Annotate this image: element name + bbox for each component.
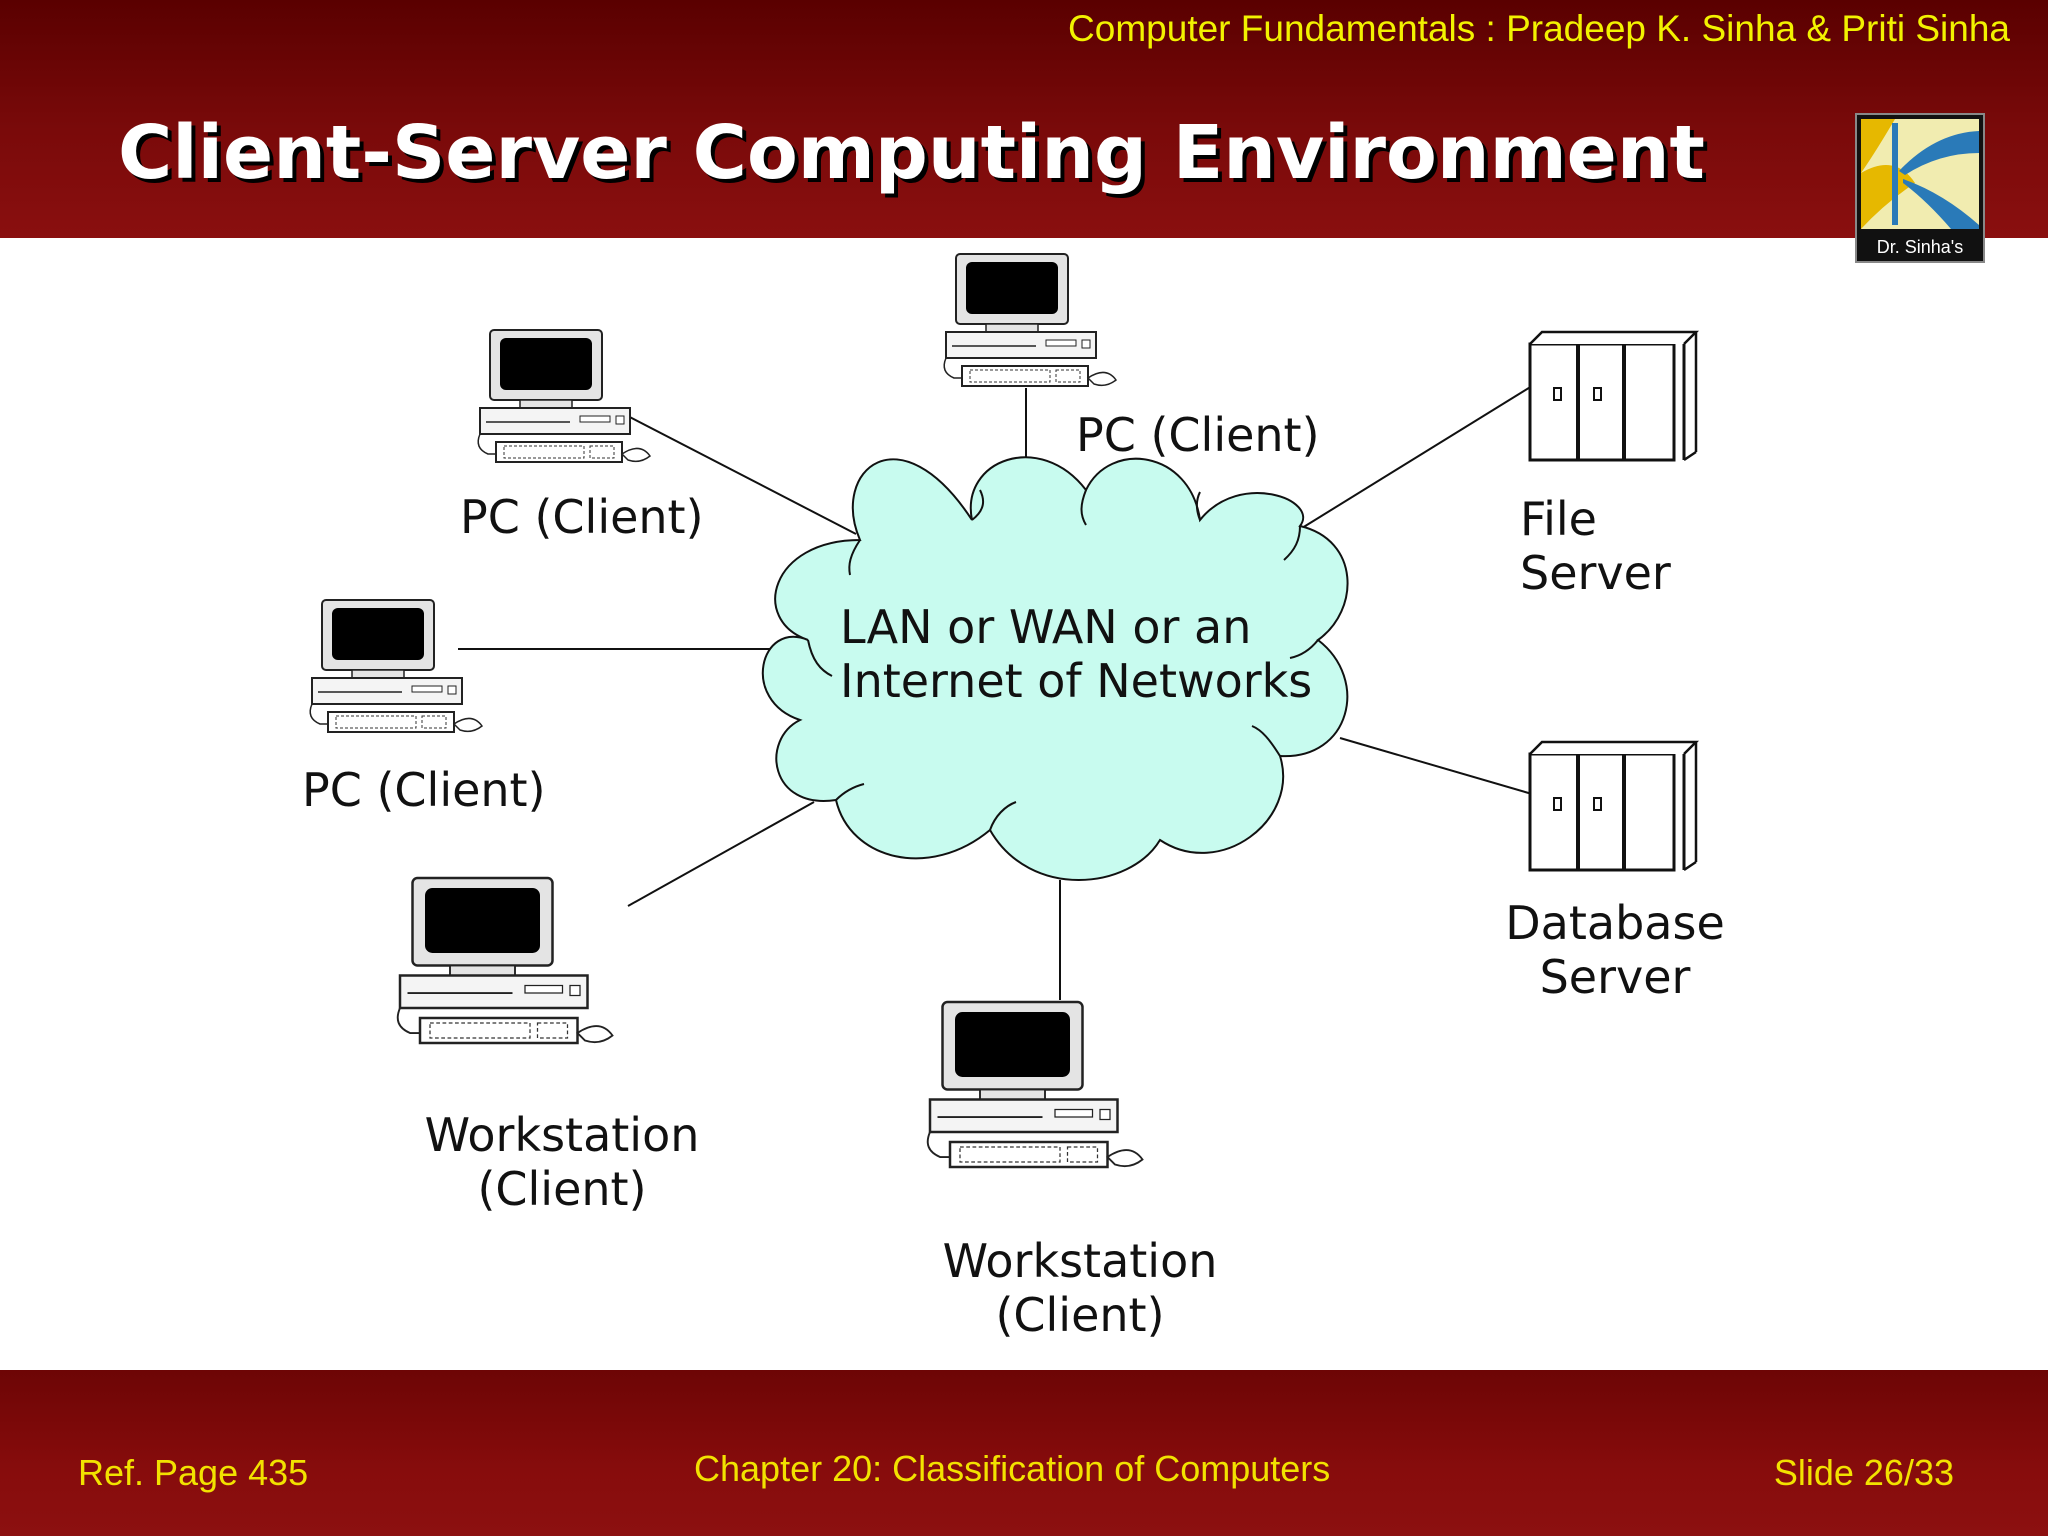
pc-client-left-label: PC (Client) bbox=[302, 763, 546, 817]
slide-number: Slide 26/33 bbox=[1773, 1452, 1954, 1493]
database-server-label-line2: Server bbox=[1539, 950, 1691, 1004]
pc-client-left-icon bbox=[309, 599, 483, 733]
workstation-left-icon bbox=[396, 876, 614, 1045]
book-credit: Computer Fundamentals : Pradeep K. Sinha… bbox=[1068, 8, 2010, 49]
workstation-left-label-line1: Workstation bbox=[424, 1108, 700, 1162]
file-server-label-line1: File bbox=[1520, 492, 1597, 546]
workstation-bottom-icon bbox=[926, 1000, 1144, 1169]
network-label-line1: LAN or WAN or an bbox=[840, 600, 1252, 654]
dr-sinha-logo: Dr. Sinha's bbox=[1855, 113, 1985, 263]
database-server-icon bbox=[1528, 740, 1698, 872]
link-workstation-left bbox=[627, 801, 815, 907]
pc-client-top-icon bbox=[943, 253, 1117, 387]
workstation-bottom-label-line1: Workstation bbox=[942, 1234, 1218, 1288]
chapter-title: Chapter 20: Classification of Computers bbox=[694, 1448, 1331, 1489]
workstation-left-label: Workstation (Client) bbox=[412, 1108, 712, 1216]
network-label: LAN or WAN or an Internet of Networks bbox=[840, 600, 1360, 708]
pc-client-top-left-icon bbox=[477, 329, 651, 463]
logo-text: Dr. Sinha's bbox=[1877, 237, 1963, 257]
link-top-left-pc bbox=[619, 411, 857, 535]
pc-client-top-label: PC (Client) bbox=[1076, 408, 1320, 462]
link-database-server bbox=[1339, 737, 1533, 795]
link-file-server bbox=[1301, 385, 1533, 529]
workstation-bottom-label: Workstation (Client) bbox=[930, 1234, 1230, 1342]
network-label-line2: Internet of Networks bbox=[840, 654, 1313, 708]
database-server-label-line1: Database bbox=[1505, 896, 1725, 950]
network-cloud bbox=[761, 456, 1349, 881]
slide-footer: Ref. Page 435 Chapter 20: Classification… bbox=[0, 1370, 2048, 1536]
file-server-label: File Server bbox=[1520, 492, 1671, 600]
file-server-icon bbox=[1528, 330, 1698, 462]
database-server-label: Database Server bbox=[1490, 896, 1740, 1004]
pc-client-top-left-label: PC (Client) bbox=[460, 490, 704, 544]
slide-title: Client-Server Computing Environment bbox=[118, 110, 1705, 196]
file-server-label-line2: Server bbox=[1520, 546, 1671, 600]
workstation-bottom-label-line2: (Client) bbox=[995, 1288, 1165, 1342]
workstation-left-label-line2: (Client) bbox=[477, 1162, 647, 1216]
slide-header: Computer Fundamentals : Pradeep K. Sinha… bbox=[0, 0, 2048, 263]
ref-page: Ref. Page 435 bbox=[78, 1452, 309, 1493]
